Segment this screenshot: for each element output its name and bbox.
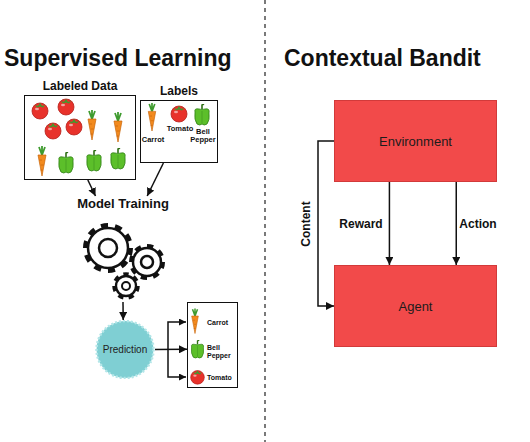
carrot-icon	[192, 309, 199, 334]
heading-text: Labeled Data	[13, 79, 147, 93]
pepper-icon	[87, 150, 102, 171]
carrot-icon	[38, 146, 46, 176]
tomato-icon	[45, 123, 61, 139]
flow-arrow	[155, 349, 187, 351]
pepper-icon	[195, 104, 210, 125]
node-text: Carrot	[141, 136, 165, 144]
heading-text: Carrot	[207, 319, 238, 327]
prediction-node: Prediction	[95, 320, 155, 379]
gear-icon	[132, 247, 163, 278]
fork-arrow	[168, 349, 186, 377]
node-text: Bell Pepper	[207, 344, 238, 360]
edge-label: Content	[299, 201, 313, 246]
pepper-icon	[111, 148, 126, 169]
tomato-icon	[191, 371, 205, 385]
flow-arrow	[318, 141, 334, 306]
flow-arrow	[389, 182, 391, 265]
training-group: Model Training	[68, 196, 178, 302]
heading-text: Model Training	[56, 196, 190, 211]
gear-icon	[86, 226, 130, 270]
heading-text: Labels	[129, 84, 229, 98]
carrot-icon	[114, 112, 122, 142]
edge-label: Reward	[339, 217, 382, 231]
tomato-icon	[32, 103, 48, 119]
node-text: Bell Pepper	[189, 128, 217, 144]
heading-text: Environment	[335, 101, 496, 181]
flow-arrow	[122, 302, 124, 320]
fork-arrow	[168, 322, 186, 349]
data-box: Labeled Data	[24, 95, 136, 180]
gear-icon	[115, 275, 138, 298]
carrot-icon	[148, 103, 155, 131]
flow-arrow	[147, 163, 163, 196]
section-title: Contextual Bandit	[284, 44, 481, 72]
heading-text: Prediction	[95, 320, 155, 379]
flow-arrow	[456, 182, 458, 265]
output-box: CarrotBell PepperTomato	[187, 302, 238, 388]
pepper-icon	[59, 152, 74, 173]
flow-arrow	[88, 180, 96, 196]
process-box: Agent	[334, 265, 497, 347]
pepper-icon	[191, 340, 203, 358]
process-box: Environment	[334, 100, 497, 182]
tomato-icon	[58, 99, 74, 115]
heading-text: Agent	[335, 266, 496, 346]
tomato-icon	[66, 119, 82, 135]
node-text: Tomato	[166, 125, 194, 133]
labels-box: LabelsCarrotTomatoBell Pepper	[140, 100, 218, 163]
edge-label: Action	[459, 217, 496, 231]
carrot-icon	[88, 110, 96, 140]
divider-line	[264, 0, 265, 442]
node-text: Tomato	[207, 374, 238, 382]
tomato-icon	[171, 106, 187, 122]
section-title: Supervised Learning	[4, 44, 232, 72]
